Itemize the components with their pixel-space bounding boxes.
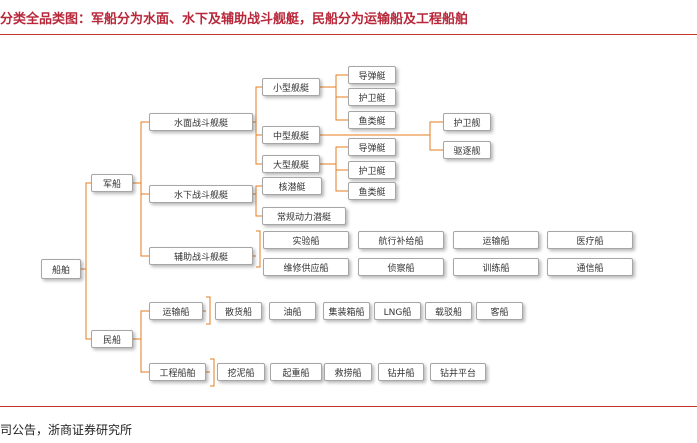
node-auxiliary-combat: 辅助战斗舰艇 xyxy=(149,247,253,265)
node-large-ship: 大型舰艇 xyxy=(262,155,320,173)
connector-small xyxy=(320,74,348,121)
node-conventional-sub: 常规动力潜艇 xyxy=(262,207,346,225)
node-torpedo-large: 鱼类艇 xyxy=(348,182,396,200)
connector-auxiliary xyxy=(253,230,261,268)
node-destroyer: 驱逐舰 xyxy=(443,141,491,159)
node-aux-medical: 医疗船 xyxy=(547,231,633,249)
node-military: 军船 xyxy=(91,174,133,192)
node-missile-boat-large: 导弹艇 xyxy=(348,138,396,156)
node-dredger: 挖泥船 xyxy=(217,363,265,381)
node-underwater-combat: 水下战斗舰艇 xyxy=(149,185,253,203)
connector-civil xyxy=(133,310,149,373)
node-ship: 船舶 xyxy=(41,259,81,279)
connector-root xyxy=(81,182,91,340)
node-salvage-ship: 救捞船 xyxy=(324,363,372,381)
node-aux-repair: 维修供应船 xyxy=(263,258,349,276)
page-title: 分类全品类图：军船分为水面、水下及辅助战斗舰艇，民船分为运输船及工程船舶 xyxy=(0,12,469,27)
node-missile-boat-small: 导弹艇 xyxy=(348,66,396,84)
connector-large xyxy=(320,146,348,192)
node-barge-carrier: 载驳船 xyxy=(425,302,472,320)
node-small-ship: 小型舰艇 xyxy=(262,78,320,96)
node-aux-communication: 通信船 xyxy=(547,258,633,276)
node-surface-combat: 水面战斗舰艇 xyxy=(149,113,253,131)
node-escort-small: 护卫艇 xyxy=(348,88,396,106)
node-nuclear-sub: 核潜艇 xyxy=(262,177,322,195)
node-drill-ship: 钻井船 xyxy=(378,363,424,381)
node-container-ship: 集装箱船 xyxy=(323,302,370,320)
connector-medium xyxy=(320,121,443,151)
connector-surface xyxy=(253,86,262,165)
node-civil: 民船 xyxy=(91,330,133,348)
connector-underwater xyxy=(253,185,262,217)
source-note: 司公告，浙商证券研究所 xyxy=(0,423,133,437)
node-frigate: 护卫舰 xyxy=(443,113,491,131)
node-passenger-ship: 客船 xyxy=(476,302,523,320)
connector-transport xyxy=(203,296,211,325)
connector-engineering xyxy=(206,358,215,387)
node-aux-replenishment: 航行补给船 xyxy=(358,231,444,249)
node-aux-training: 训练船 xyxy=(453,258,539,276)
connector-military xyxy=(133,121,149,257)
node-lng-carrier: LNG船 xyxy=(374,302,421,320)
node-engineering: 工程船舶 xyxy=(149,363,206,381)
node-tanker: 油船 xyxy=(269,302,316,320)
node-medium-ship: 中型舰艇 xyxy=(262,126,320,144)
node-aux-experiment: 实验船 xyxy=(263,231,349,249)
node-escort-large: 护卫艇 xyxy=(348,161,396,179)
node-transport: 运输船 xyxy=(149,302,203,320)
node-crane-ship: 起重船 xyxy=(270,363,322,381)
top-rule xyxy=(0,34,697,35)
node-drilling-platform: 钻井平台 xyxy=(430,363,486,381)
node-bulk-carrier: 散货船 xyxy=(215,302,262,320)
node-aux-reconnaissance: 侦察船 xyxy=(358,258,444,276)
node-aux-transport: 运输船 xyxy=(453,231,539,249)
node-torpedo-small: 鱼类艇 xyxy=(348,111,396,129)
bottom-rule xyxy=(0,406,697,407)
